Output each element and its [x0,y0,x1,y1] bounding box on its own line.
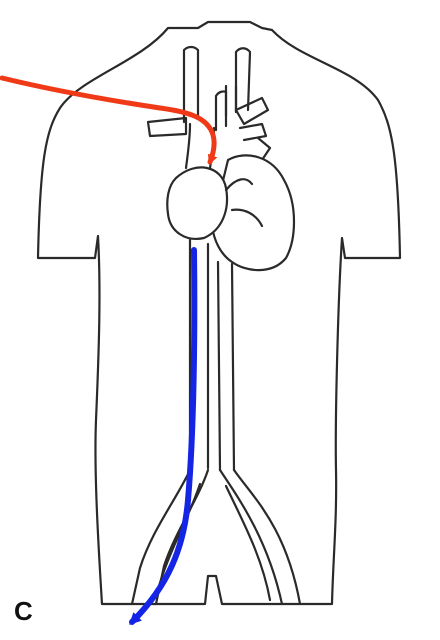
panel-label: C [14,596,33,626]
subclavian-right [234,96,270,126]
inflow-arrow [0,75,218,165]
subclavian-left [146,116,188,138]
torso-outline [36,20,402,606]
right-atrium [166,166,229,240]
iliac-vessels [130,468,302,606]
heart-detail [224,178,264,228]
outflow-arrow [129,247,198,625]
arch-branch-right [238,122,272,162]
carotid-vessel-right [234,47,252,114]
arch-branch-1 [214,90,228,132]
arch-branch-2 [224,84,238,118]
descending-aorta [216,260,236,472]
